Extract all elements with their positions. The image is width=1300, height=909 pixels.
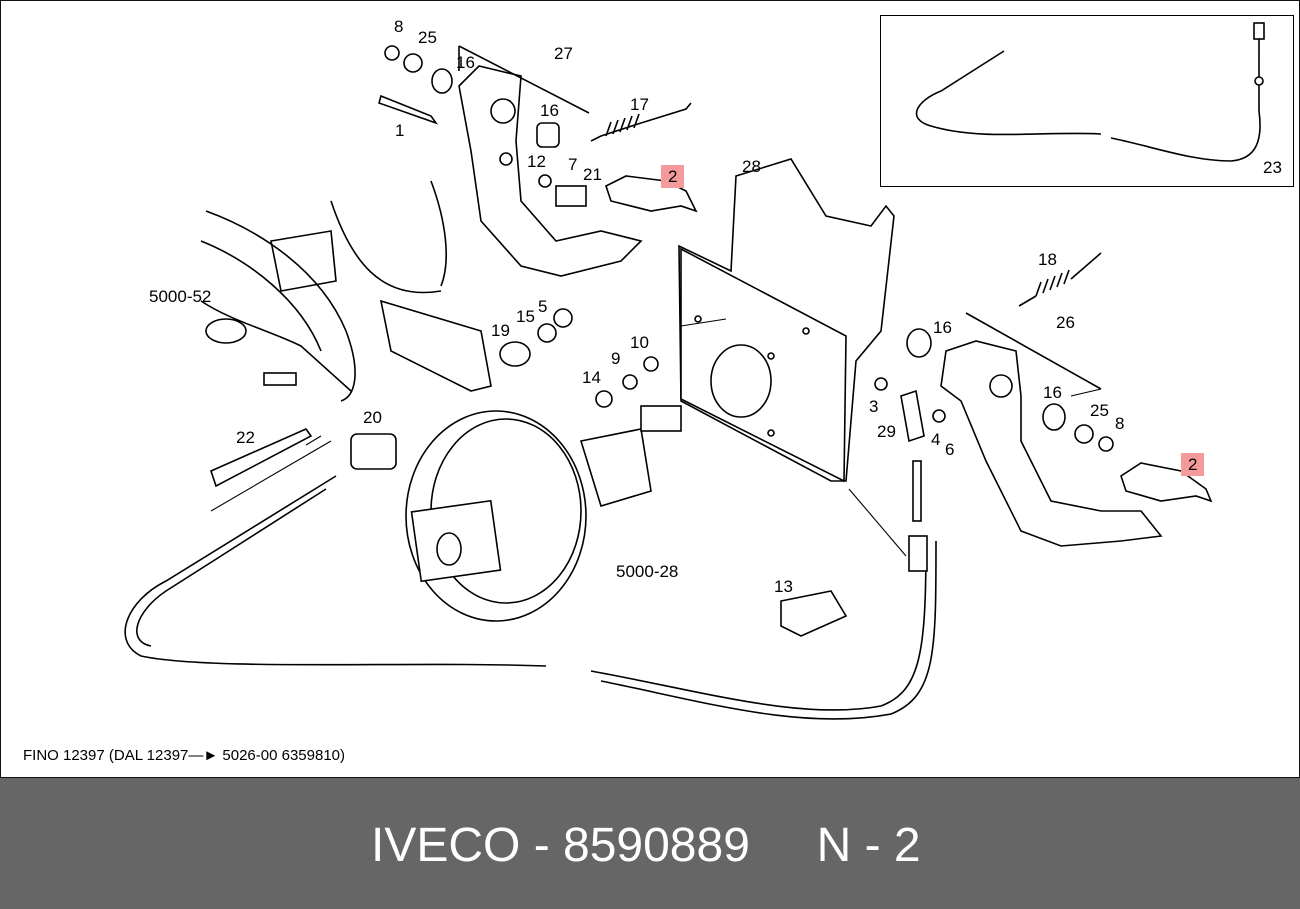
callout-26: 26 (1056, 313, 1075, 332)
cables-drawing (124, 435, 937, 720)
callout-7: 7 (568, 155, 578, 174)
callout-15: 15 (516, 307, 535, 326)
springs-drawing (590, 102, 1102, 307)
callout-27: 27 (554, 44, 573, 63)
footer-bar (0, 778, 1300, 909)
callout-23: 23 (1263, 158, 1282, 177)
callout-18: 18 (1038, 250, 1057, 269)
left-pedal-drawing (458, 45, 643, 277)
callout-19: 19 (491, 321, 510, 340)
callout-16-left-top: 16 (456, 53, 475, 72)
applicability-footnote: FINO 12397 (DAL 12397—► 5026-00 6359810) (23, 747, 345, 764)
callout-12: 12 (527, 152, 546, 171)
callout-5000-28: 5000-28 (616, 562, 679, 581)
callout-8-right: 8 (1115, 414, 1125, 433)
callout-3: 3 (869, 397, 879, 416)
callout-4: 4 (931, 430, 941, 449)
callout-9: 9 (611, 349, 621, 368)
bracket-plate-drawing (678, 158, 895, 483)
callout-28: 28 (742, 157, 761, 176)
callout-2-highlight-right: 2 (1181, 453, 1205, 476)
parts-drawing (124, 22, 1265, 720)
callout-5000-52: 5000-52 (149, 287, 212, 306)
callout-21: 21 (583, 165, 602, 184)
hardware-drawing (210, 45, 1114, 637)
right-pedal-drawing (940, 312, 1163, 547)
exploded-parts-diagram: 8 25 16 27 1 16 17 12 7 21 2 28 23 5000-… (0, 0, 1300, 778)
callout-6: 6 (945, 440, 955, 459)
inset-frame (880, 15, 1294, 187)
bellhousing-drawing (200, 180, 492, 402)
leader-lines (680, 318, 1102, 557)
callout-29: 29 (877, 422, 896, 441)
callout-25-right: 25 (1090, 401, 1109, 420)
callout-10: 10 (630, 333, 649, 352)
callout-16-right-top: 16 (933, 318, 952, 337)
inset-cable-drawing (915, 22, 1265, 162)
callout-14: 14 (582, 368, 601, 387)
callout-8-left: 8 (394, 17, 404, 36)
callout-20: 20 (363, 408, 382, 427)
part-reference-text: IVECO - 8590889 N - 2 (371, 819, 921, 872)
callout-1: 1 (395, 121, 405, 140)
callout-25-left: 25 (418, 28, 437, 47)
callout-13: 13 (774, 577, 793, 596)
callout-5: 5 (538, 297, 548, 316)
callout-22: 22 (236, 428, 255, 447)
callout-2-highlight-left: 2 (661, 165, 685, 188)
brake-booster-drawing (405, 405, 682, 622)
callout-16-right-mid: 16 (1043, 383, 1062, 402)
callout-17: 17 (630, 95, 649, 114)
callout-16-left-mid: 16 (540, 101, 559, 120)
